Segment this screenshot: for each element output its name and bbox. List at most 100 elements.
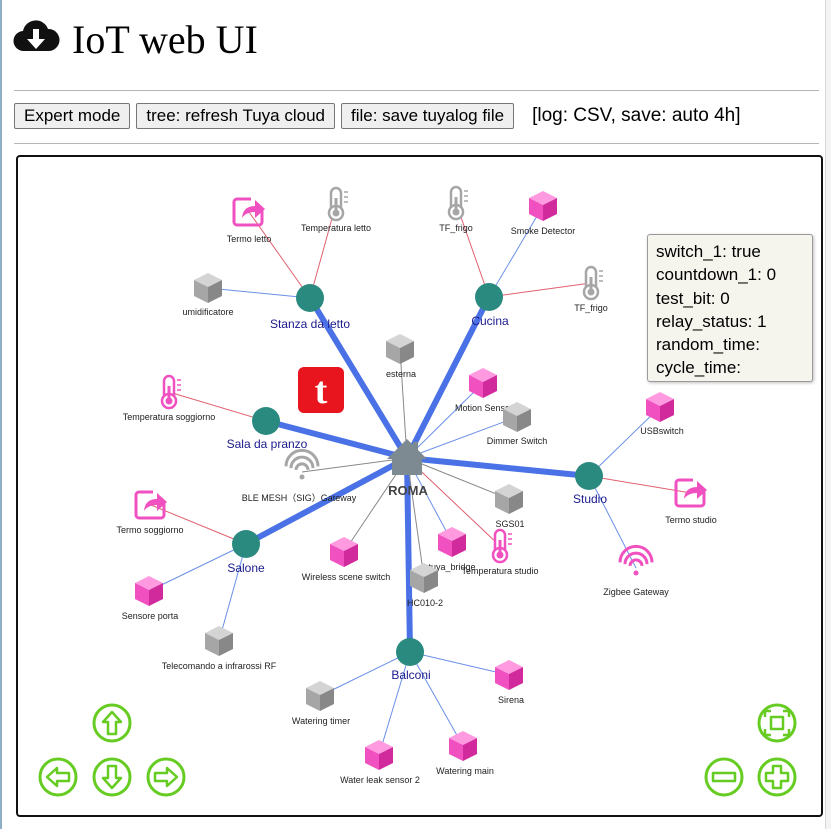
room-node-balconi[interactable]: Balconi: [391, 638, 431, 682]
device-tooltip: switch_1: true countdown_1: 0 test_bit: …: [647, 234, 813, 382]
room-label: Salone: [227, 561, 265, 575]
fit-icon-button[interactable]: [757, 703, 797, 743]
device-node-d17[interactable]: Watering main: [436, 731, 494, 776]
device-node-d20[interactable]: Dimmer Switch: [487, 402, 548, 446]
device-node-d15[interactable]: Sirena: [495, 660, 524, 705]
expert-mode-button[interactable]: Expert mode: [14, 103, 131, 129]
device-node-d3[interactable]: umidificatore: [182, 273, 234, 317]
tuya-logo-icon: t: [298, 367, 344, 413]
device-node-d23[interactable]: Wireless scene switch: [302, 537, 391, 582]
wifi-icon: [618, 544, 654, 576]
device-node-d9[interactable]: Termo studio: [665, 475, 717, 525]
arrow-up-icon-button[interactable]: [92, 703, 132, 743]
device-label: Zigbee Gateway: [603, 587, 669, 597]
graph-canvas[interactable]: Termo letto Temperatura letto umidificator…: [18, 157, 821, 815]
device-label: Termo studio: [665, 515, 717, 525]
trunk-edge-studio: [404, 455, 592, 479]
save-log-button[interactable]: file: save tuyalog file: [340, 103, 515, 129]
room-label: Stanza da letto: [270, 317, 350, 331]
device-label: Wireless scene switch: [302, 572, 391, 582]
zoom-in-icon: [764, 764, 790, 790]
room-node-pranzo[interactable]: Sala da pranzo: [227, 407, 308, 451]
device-label: BLE MESH（SIG）Gateway: [242, 493, 357, 503]
device-edge: [406, 457, 510, 500]
device-node-d1[interactable]: Termo letto: [227, 194, 272, 244]
trunk-edge-balconi: [404, 455, 413, 655]
zoom-in-icon-button[interactable]: [757, 757, 797, 797]
cube-icon: [469, 368, 497, 398]
arrow-right-icon-button[interactable]: [146, 757, 186, 797]
device-node-d7[interactable]: Temperatura soggiorno: [123, 374, 216, 422]
log-status-text: [log: CSV, save: auto 4h]: [532, 105, 741, 126]
device-node-d14[interactable]: Watering timer: [292, 681, 350, 726]
device-node-d24[interactable]: tuya_bridge: [428, 527, 476, 572]
device-node-d19[interactable]: Motion Sensor: [455, 368, 513, 413]
device-node-d11[interactable]: Termo soggiorno: [116, 487, 184, 535]
device-node-d26[interactable]: HC010-2: [407, 563, 443, 608]
device-node-d25[interactable]: Temperatura studio: [461, 528, 539, 576]
tooltip-line: test_bit: 0: [656, 288, 730, 308]
room-node-cucina[interactable]: Cucina: [471, 283, 509, 328]
room-node-salone[interactable]: Salone: [227, 530, 265, 575]
root-label: ROMA: [388, 483, 428, 498]
device-edge: [218, 543, 247, 642]
header-divider: [14, 90, 819, 91]
device-node-d16[interactable]: Water leak sensor 2: [340, 740, 420, 785]
device-label: Telecomando a infrarossi RF: [162, 661, 277, 671]
device-nodes: Termo letto Temperatura letto umidificator…: [116, 185, 717, 785]
cube-icon: [438, 527, 466, 557]
device-node-d12[interactable]: Sensore porta: [122, 576, 179, 621]
room-dot: [396, 638, 424, 666]
arrow-right-icon: [153, 766, 179, 788]
tooltip-line: switch_1: true: [656, 242, 761, 261]
device-node-d6[interactable]: TF_frigo: [574, 265, 608, 313]
thermometer-icon: [160, 374, 181, 410]
device-node-d22[interactable]: SGS01: [495, 484, 525, 529]
device-edge: [588, 406, 661, 477]
arrow-down-icon: [101, 764, 123, 790]
cube-icon: [503, 402, 531, 432]
cube-icon: [194, 273, 222, 303]
device-edge: [150, 504, 247, 545]
room-node-studio[interactable]: Studio: [573, 462, 607, 506]
cube-icon: [410, 563, 438, 593]
device-node-d4[interactable]: TF_frigo: [439, 185, 473, 233]
home-icon: [387, 439, 427, 475]
room-dot: [296, 284, 324, 312]
refresh-cloud-button[interactable]: tree: refresh Tuya cloud: [136, 103, 335, 129]
zoom-out-icon-button[interactable]: [704, 757, 744, 797]
arrow-left-icon-button[interactable]: [38, 757, 78, 797]
device-node-d8[interactable]: USBswitch: [640, 392, 684, 436]
device-node-d5[interactable]: Smoke Detector: [511, 191, 576, 236]
window-scrollbar[interactable]: [825, 0, 831, 829]
device-node-d10[interactable]: Zigbee Gateway: [603, 544, 669, 597]
room-node-stanza[interactable]: Stanza da letto: [270, 284, 350, 331]
device-node-d2[interactable]: Temperatura letto: [301, 186, 371, 233]
trunk-edge-pranzo: [263, 418, 410, 461]
thermometer-icon: [447, 185, 468, 221]
device-node-d18[interactable]: esterna: [386, 334, 416, 379]
cube-icon: [646, 392, 674, 422]
share-icon: [674, 475, 709, 508]
cube-icon: [386, 334, 414, 364]
trunk-edge-cucina: [404, 294, 492, 461]
device-label: TF_frigo: [574, 303, 608, 313]
room-dot: [575, 462, 603, 490]
device-edge: [148, 543, 247, 592]
wifi-icon: [284, 448, 320, 480]
page-title: IoT web UI: [72, 16, 258, 62]
device-node-d21[interactable]: BLE MESH（SIG）Gateway: [242, 448, 357, 503]
device-label: umidificatore: [182, 307, 233, 317]
device-label: Temperatura soggiorno: [123, 412, 216, 422]
root-node-roma[interactable]: ROMA: [387, 439, 428, 498]
room-label: Sala da pranzo: [227, 437, 308, 451]
toolbar: Expert mode tree: refresh Tuya cloud fil…: [14, 103, 741, 129]
arrow-down-icon-button[interactable]: [92, 757, 132, 797]
tooltip-line: random_time:: [656, 335, 760, 355]
device-edge: [409, 651, 464, 747]
device-label: Sirena: [498, 695, 524, 705]
device-edge: [207, 287, 311, 299]
device-edge: [588, 475, 692, 494]
device-node-d13[interactable]: Telecomando a infrarossi RF: [162, 626, 277, 671]
thermometer-icon: [582, 265, 603, 301]
